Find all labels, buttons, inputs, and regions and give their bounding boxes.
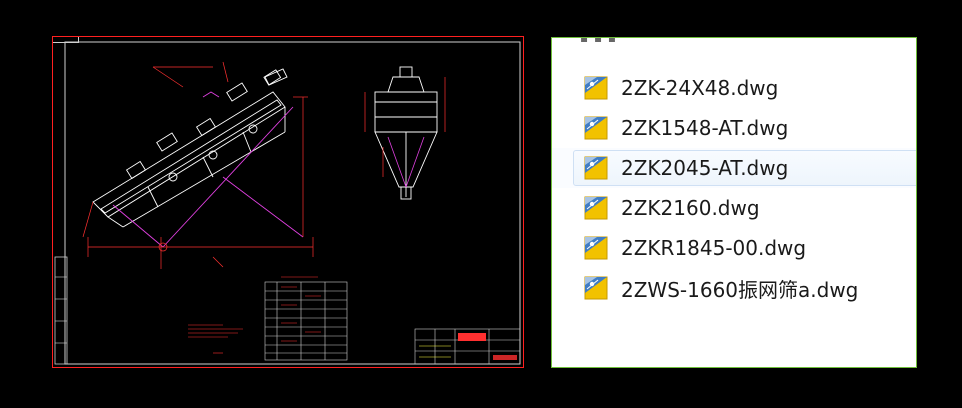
cad-drawing-preview — [52, 36, 524, 368]
file-name: 2ZK2160.dwg — [621, 196, 760, 220]
file-item[interactable]: 2ZK-24X48.dwg — [552, 68, 916, 108]
file-name: 2ZK2045-AT.dwg — [621, 156, 789, 180]
file-item[interactable]: 2ZWS-1660振网筛a.dwg — [552, 268, 916, 308]
inner-frame — [64, 41, 521, 365]
file-item[interactable]: 2ZK1548-AT.dwg — [552, 108, 916, 148]
inclined-screen-view — [92, 68, 288, 228]
file-item[interactable]: 2ZK2045-AT.dwg — [552, 148, 916, 188]
file-name: 2ZK1548-AT.dwg — [621, 116, 789, 140]
dimension-lines — [82, 61, 314, 269]
dwg-file-icon — [583, 155, 609, 181]
side-view-dims — [364, 77, 446, 177]
left-margin-strip — [54, 256, 68, 365]
dwg-file-icon — [583, 115, 609, 141]
title-block — [414, 328, 521, 365]
file-name: 2ZK-24X48.dwg — [621, 76, 779, 100]
dwg-file-icon — [583, 275, 609, 301]
cut-off-header-text: ▪ ▪ ▪ — [580, 38, 620, 42]
cad-drawing-canvas — [54, 41, 521, 365]
dwg-file-icon — [583, 75, 609, 101]
file-item[interactable]: 2ZKR1845-00.dwg — [552, 228, 916, 268]
file-name: 2ZWS-1660振网筛a.dwg — [621, 277, 859, 302]
dwg-file-icon — [583, 195, 609, 221]
parts-table — [264, 281, 348, 361]
side-view — [374, 66, 438, 200]
file-item[interactable]: 2ZK2160.dwg — [552, 188, 916, 228]
file-list: 2ZK-24X48.dwg 2ZK1548-AT.dwg 2ZK2045-AT.… — [552, 68, 916, 308]
file-name: 2ZKR1845-00.dwg — [621, 236, 807, 260]
title-block-red-label — [458, 333, 486, 341]
dwg-file-icon — [583, 235, 609, 261]
magenta-guides — [112, 91, 304, 248]
file-list-panel: ▪ ▪ ▪ 2ZK-24X48.dwg 2ZK1548-AT.dwg — [551, 37, 917, 368]
technical-notes — [188, 324, 243, 354]
